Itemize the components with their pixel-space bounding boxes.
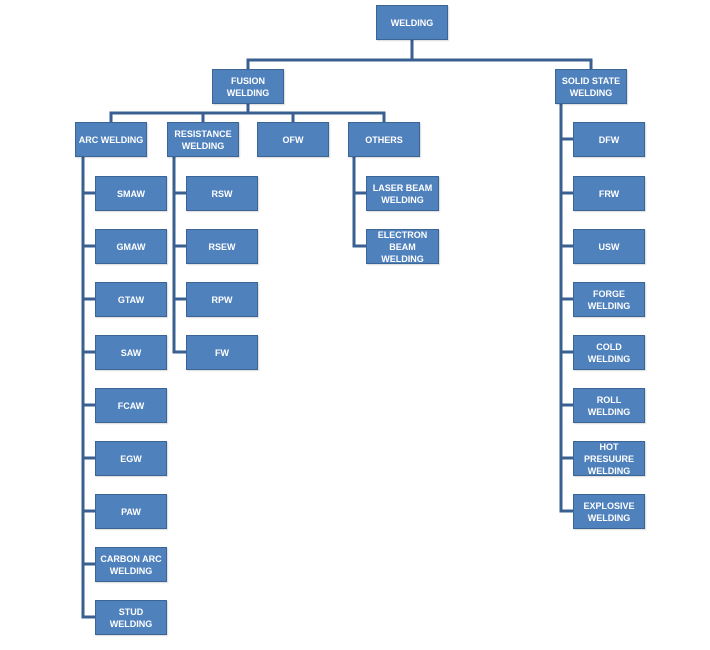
- node-roll-welding: ROLL WELDING: [573, 388, 645, 423]
- node-electron-beam-welding: ELECTRON BEAM WELDING: [366, 229, 439, 264]
- node-ofw: OFW: [257, 122, 329, 157]
- node-cold-welding: COLD WELDING: [573, 335, 645, 370]
- node-egw: EGW: [95, 441, 167, 476]
- node-frw: FRW: [573, 176, 645, 211]
- node-gmaw: GMAW: [95, 229, 167, 264]
- node-rpw: RPW: [186, 282, 258, 317]
- node-fusion-welding: FUSION WELDING: [212, 69, 284, 104]
- node-hot-pressure-welding: HOT PRESUURE WELDING: [573, 441, 645, 476]
- node-resistance-welding: RESISTANCE WELDING: [167, 122, 239, 157]
- node-forge-welding: FORGE WELDING: [573, 282, 645, 317]
- node-rsw: RSW: [186, 176, 258, 211]
- node-welding: WELDING: [376, 5, 448, 40]
- node-dfw: DFW: [573, 122, 645, 157]
- node-arc-welding: ARC WELDING: [75, 122, 147, 157]
- node-laser-beam-welding: LASER BEAM WELDING: [366, 176, 439, 211]
- node-others: OTHERS: [348, 122, 420, 157]
- node-saw: SAW: [95, 335, 167, 370]
- node-explosive-welding: EXPLOSIVE WELDING: [573, 494, 645, 529]
- node-rsew: RSEW: [186, 229, 258, 264]
- node-gtaw: GTAW: [95, 282, 167, 317]
- node-fw: FW: [186, 335, 258, 370]
- node-carbon-arc-welding: CARBON ARC WELDING: [95, 547, 167, 582]
- node-paw: PAW: [95, 494, 167, 529]
- node-solid-state-welding: SOLID STATE WELDING: [555, 69, 627, 104]
- node-smaw: SMAW: [95, 176, 167, 211]
- node-stud-welding: STUD WELDING: [95, 600, 167, 635]
- node-usw: USW: [573, 229, 645, 264]
- node-fcaw: FCAW: [95, 388, 167, 423]
